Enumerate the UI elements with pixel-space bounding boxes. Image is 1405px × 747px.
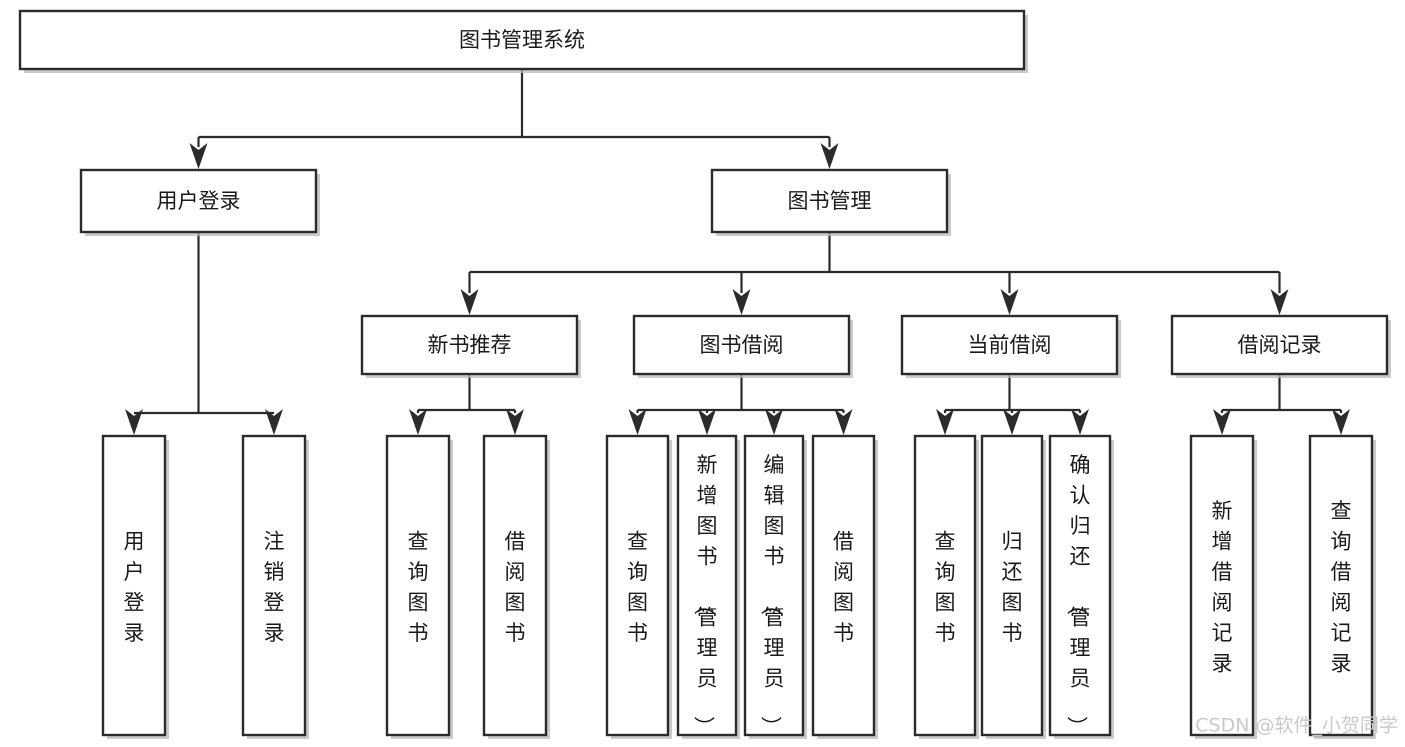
- node-label: 图书管理: [788, 189, 872, 213]
- connector-group-new-book-recommend: [409, 374, 524, 435]
- node-border: [1048, 434, 1112, 737]
- node-border: [1189, 434, 1255, 737]
- node-label: 确认归还（管理员）: [1065, 453, 1091, 737]
- node-border: [605, 434, 670, 737]
- node-new-book-recommend[interactable]: 新书推荐: [360, 314, 581, 378]
- node-label: 编辑图书（管理员）: [759, 453, 785, 737]
- node-border: [1170, 314, 1389, 376]
- node-border: [632, 314, 851, 376]
- node-label: 新增借阅记录: [1212, 499, 1233, 676]
- node-label: 图书借阅: [700, 333, 784, 357]
- node-leaf-borrow-book-2[interactable]: 借阅图书: [811, 434, 878, 739]
- node-label: 查询图书: [408, 529, 429, 645]
- node-border: [241, 434, 307, 737]
- node-border: [79, 168, 318, 234]
- node-book-management[interactable]: 图书管理: [710, 168, 951, 236]
- node-border: [811, 434, 876, 737]
- node-label: 借阅记录: [1238, 333, 1322, 357]
- node-label: 用户登录: [157, 189, 241, 213]
- node-current-borrow[interactable]: 当前借阅: [900, 314, 1121, 378]
- node-border: [980, 434, 1044, 737]
- node-label: 借阅图书: [833, 529, 854, 645]
- connector-group-borrow-record: [1213, 374, 1350, 435]
- node-label: 查询图书: [627, 529, 648, 645]
- node-border: [385, 434, 451, 737]
- node-leaf-query-record[interactable]: 查询借阅记录: [1308, 434, 1376, 739]
- node-label: 借阅图书: [505, 529, 526, 645]
- node-label: 注销登录: [264, 529, 285, 645]
- node-root[interactable]: 图书管理系统: [18, 9, 1028, 73]
- node-leaf-confirm-return[interactable]: 确认归还（管理员）: [1048, 434, 1114, 739]
- node-leaf-return-book[interactable]: 归还图书: [980, 434, 1046, 739]
- node-label: 当前借阅: [968, 333, 1052, 357]
- node-border: [1308, 434, 1374, 737]
- node-label: 用户登录: [124, 529, 145, 645]
- node-label: 查询图书: [935, 529, 956, 645]
- node-label: 新书推荐: [428, 333, 512, 357]
- node-leaf-query-book-1[interactable]: 查询图书: [385, 434, 453, 739]
- node-border: [482, 434, 548, 737]
- node-label: 归还图书: [1002, 529, 1023, 645]
- node-border: [710, 168, 949, 234]
- connector-group-user-login: [125, 232, 283, 435]
- node-leaf-add-record[interactable]: 新增借阅记录: [1189, 434, 1257, 739]
- connector-group-current-borrow: [936, 374, 1089, 435]
- connector-group-book-borrow: [628, 374, 853, 435]
- node-border: [900, 314, 1119, 376]
- node-borrow-record[interactable]: 借阅记录: [1170, 314, 1391, 378]
- node-layer: 图书管理系统用户登录图书管理新书推荐图书借阅当前借阅借阅记录用户登录注销登录查询…: [18, 9, 1391, 739]
- node-border: [743, 434, 805, 737]
- node-user-login[interactable]: 用户登录: [79, 168, 320, 236]
- connector-group-book-management: [460, 232, 1289, 315]
- csdn-watermark: CSDN @软件_小贺同学: [1195, 715, 1398, 737]
- node-leaf-user-login[interactable]: 用户登录: [101, 434, 169, 739]
- node-label: 查询借阅记录: [1331, 499, 1352, 676]
- connector-group-root: [189, 69, 839, 169]
- node-border: [101, 434, 167, 737]
- node-leaf-logout[interactable]: 注销登录: [241, 434, 309, 739]
- node-border: [676, 434, 738, 737]
- node-leaf-edit-book[interactable]: 编辑图书（管理员）: [743, 434, 807, 739]
- node-border: [360, 314, 579, 376]
- node-leaf-add-book[interactable]: 新增图书（管理员）: [676, 434, 740, 739]
- node-book-borrow[interactable]: 图书借阅: [632, 314, 853, 378]
- node-border: [913, 434, 977, 737]
- node-label: 图书管理系统: [459, 28, 585, 52]
- connector-layer: [125, 69, 1350, 435]
- node-border: [18, 9, 1026, 71]
- node-leaf-query-book-3[interactable]: 查询图书: [913, 434, 979, 739]
- node-label: 新增图书（管理员）: [692, 453, 718, 737]
- node-leaf-borrow-book-1[interactable]: 借阅图书: [482, 434, 550, 739]
- node-leaf-query-book-2[interactable]: 查询图书: [605, 434, 672, 739]
